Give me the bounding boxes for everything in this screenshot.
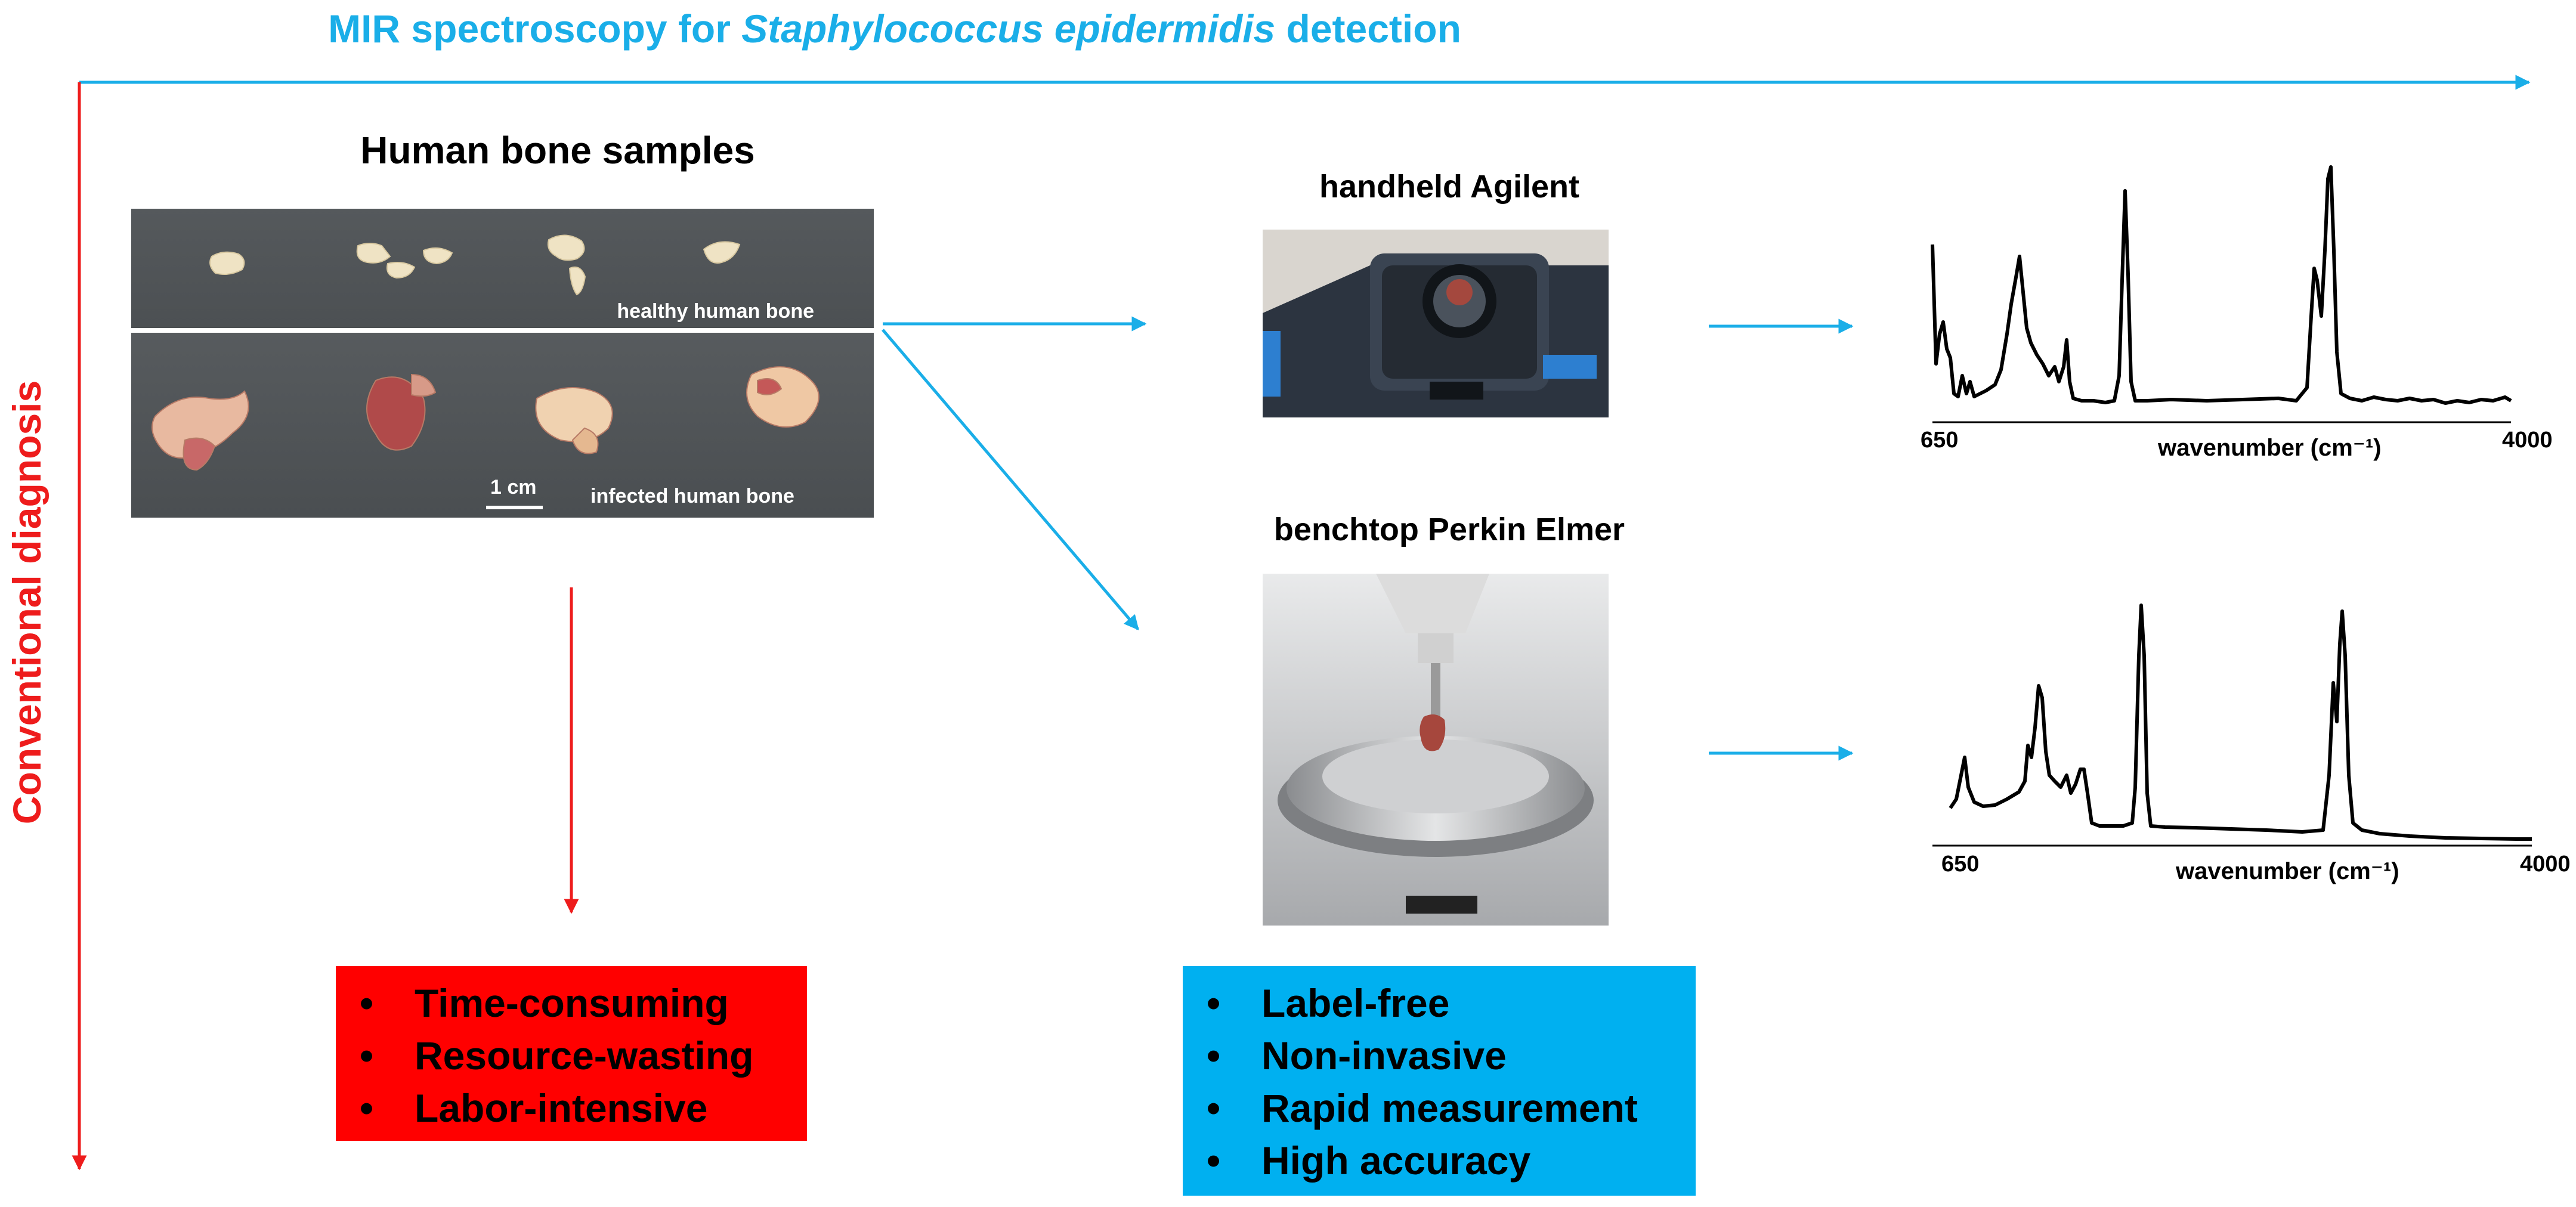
mir-pros-box: •Label-free •Non-invasive •Rapid measure… xyxy=(1183,966,1696,1196)
spectrum-2-xlabel: wavenumber (cm⁻¹) xyxy=(2176,858,2399,884)
cons-item: •Time-consuming xyxy=(360,977,789,1029)
arrow-to-benchtop xyxy=(882,329,1139,630)
cons-item: •Resource-wasting xyxy=(360,1029,789,1082)
infected-bone-illustration xyxy=(151,366,820,471)
title-prefix: MIR spectroscopy for xyxy=(328,7,742,51)
spectrum-2-xmax: 4000 xyxy=(2520,852,2571,877)
bullet-mark: • xyxy=(1207,1033,1221,1078)
scale-bar xyxy=(486,506,543,509)
title-species: Staphylococcus epidermidis xyxy=(741,7,1276,51)
healthy-bone-label: healthy human bone xyxy=(617,300,814,323)
spectrum-1-xlabel: wavenumber (cm⁻¹) xyxy=(2158,435,2382,461)
handheld-device-photo xyxy=(1263,230,1609,417)
cons-item: •Labor-intensive xyxy=(360,1082,789,1134)
bullet-mark: • xyxy=(360,1086,374,1130)
healthy-bone-illustration xyxy=(209,234,741,296)
spectrum-1-xmax: 4000 xyxy=(2502,428,2553,453)
handheld-device-illustration xyxy=(1263,230,1609,417)
infected-bone-photo: 1 cm infected human bone xyxy=(131,333,874,518)
diagram-title: MIR spectroscopy for Staphylococcus epid… xyxy=(0,6,1789,51)
healthy-bone-photo: healthy human bone xyxy=(131,209,874,328)
benchtop-device-illustration xyxy=(1263,574,1609,926)
conventional-cons-box: •Time-consuming •Resource-wasting •Labor… xyxy=(336,966,807,1141)
scale-label: 1 cm xyxy=(490,476,537,499)
spectrum-2-xmin: 650 xyxy=(1941,852,1980,877)
samples-heading: Human bone samples xyxy=(360,129,755,172)
infected-bone-label: infected human bone xyxy=(590,485,794,507)
spectrum-1-xmin: 650 xyxy=(1921,428,1959,453)
pros-item: •Non-invasive xyxy=(1207,1029,1678,1082)
pros-item: •Label-free xyxy=(1207,977,1678,1029)
pros-item: •High accuracy xyxy=(1207,1134,1678,1187)
bullet-mark: • xyxy=(1207,981,1221,1025)
benchtop-device-label: benchtop Perkin Elmer xyxy=(1273,512,1625,547)
bullet-mark: • xyxy=(360,1033,374,1078)
bullet-mark: • xyxy=(1207,1138,1221,1183)
pros-item: •Rapid measurement xyxy=(1207,1082,1678,1134)
bullet-mark: • xyxy=(1207,1086,1221,1130)
benchtop-device-photo xyxy=(1263,574,1609,926)
title-suffix: detection xyxy=(1275,7,1461,51)
bullet-mark: • xyxy=(360,981,374,1025)
handheld-device-label: handheld Agilent xyxy=(1319,169,1579,205)
